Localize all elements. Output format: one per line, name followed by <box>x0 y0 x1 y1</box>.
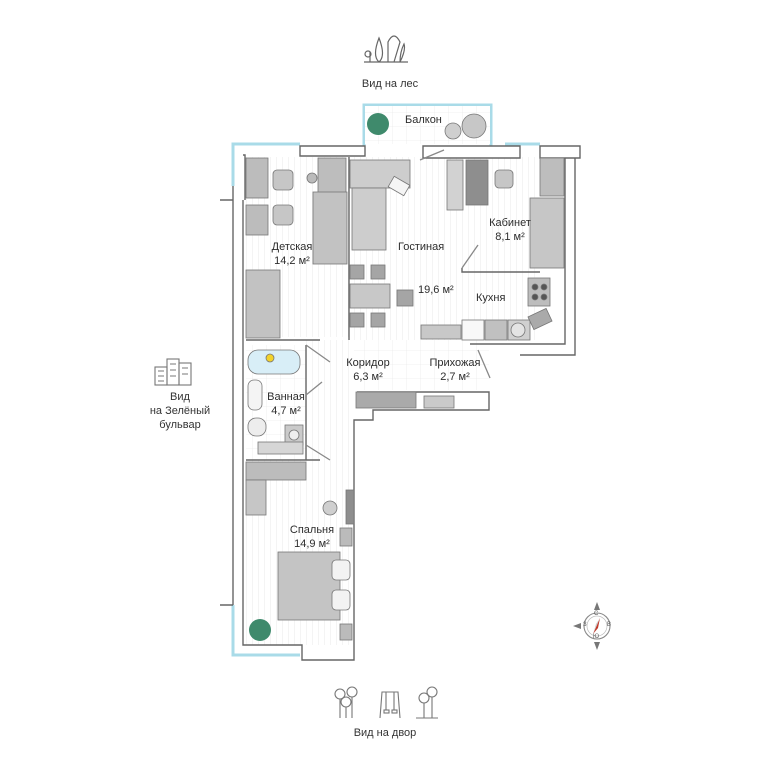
room-corridor-name: Коридор <box>346 357 390 369</box>
room-study-area: 8,1 м² <box>495 231 525 243</box>
plants <box>249 113 389 641</box>
window-outlines <box>231 103 540 657</box>
room-bathroom: Ванная 4,7 м² <box>262 390 310 418</box>
compass-west: З <box>583 622 587 628</box>
room-hall-area: 2,7 м² <box>440 371 470 383</box>
room-bedroom-area: 14,9 м² <box>294 538 330 550</box>
walls <box>220 145 581 661</box>
compass-icon <box>573 602 611 650</box>
room-bedroom-name: Спальня <box>289 524 335 536</box>
room-bathroom-area: 4,7 м² <box>271 405 301 417</box>
compass-south: Ю <box>593 634 600 640</box>
doors <box>305 149 491 461</box>
playground-icon <box>334 686 438 719</box>
buildings-icon <box>154 358 192 386</box>
room-living-area: 19,6 м² <box>418 284 454 296</box>
view-bottom-label: Вид на двор <box>353 727 417 739</box>
room-hall: Прихожая 2,7 м² <box>422 356 488 384</box>
view-left-label: Вид на Зелёный бульвар <box>140 390 220 432</box>
view-left-line-2: на Зелёный <box>149 405 211 417</box>
compass-east: В <box>607 622 612 628</box>
furniture <box>245 113 565 641</box>
room-living-name: Гостиная <box>398 241 445 253</box>
view-top-label: Вид на лес <box>361 78 419 90</box>
room-corridor: Коридор 6,3 м² <box>338 356 398 384</box>
view-left-line-1: Вид <box>170 391 190 403</box>
room-study: Кабинет 8,1 м² <box>480 216 540 244</box>
room-bedroom: Спальня 14,9 м² <box>284 523 340 551</box>
forest-icon <box>364 35 408 63</box>
room-hall-name: Прихожая <box>429 357 481 369</box>
room-kitchen-name: Кухня <box>476 292 506 304</box>
room-kids: Детская 14,2 м² <box>262 240 322 268</box>
compass-north: С <box>594 611 599 617</box>
room-kids-area: 14,2 м² <box>274 255 310 267</box>
room-kids-name: Детская <box>271 241 313 253</box>
view-left-line-3: бульвар <box>159 419 201 431</box>
room-corridor-area: 6,3 м² <box>353 371 383 383</box>
room-study-name: Кабинет <box>489 217 531 229</box>
room-bathroom-name: Ванная <box>267 391 305 403</box>
room-balcony-name: Балкон <box>405 114 442 126</box>
